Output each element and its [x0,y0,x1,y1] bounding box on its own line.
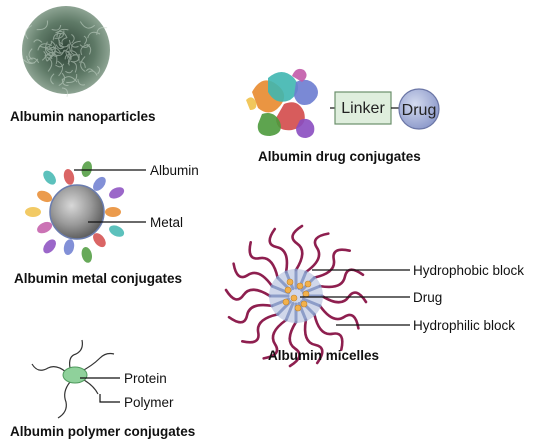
metal-core [49,184,105,240]
metal-label: Metal [150,215,183,230]
drug-sphere [398,88,440,130]
protein-blob [62,366,88,384]
albumin-protein-image [246,68,318,138]
micelle-drug-label: Drug [413,290,442,305]
nanoparticles-caption: Albumin nanoparticles [10,109,156,124]
polymer-leader-line [99,394,120,403]
micelles-panel: Hydrophobic block Drug Hydrophilic block… [224,224,524,368]
metal-conjugates-caption: Albumin metal conjugates [14,271,182,286]
drug-label: Drug [402,102,437,119]
polymer-conjugates-panel: Protein Polymer Albumin polymer conjugat… [10,339,195,439]
albumin-nanoparticle-image [22,6,110,97]
nanoparticles-panel: Albumin nanoparticles [10,6,156,124]
metal-conjugates-panel: Albumin Metal Albumin metal conjugates [14,161,199,286]
albumin-label: Albumin [150,163,199,178]
linker-label: Linker [341,100,385,117]
encapsulated-drug [282,278,312,312]
albumin-shell [25,161,125,263]
polymer-label: Polymer [124,395,174,410]
hydrophilic-chains [224,224,368,368]
polymer-chains [31,339,115,419]
polymer-conjugates-caption: Albumin polymer conjugates [10,424,195,439]
hydrophilic-block-label: Hydrophilic block [413,318,515,333]
drug-conjugates-caption: Albumin drug conjugates [258,149,421,164]
drug-conjugates-panel: Linker Drug Albumin drug conjugates [246,68,440,164]
protein-label: Protein [124,371,167,386]
micelles-caption: Albumin micelles [268,348,379,363]
hydrophobic-block-label: Hydrophobic block [413,263,524,278]
